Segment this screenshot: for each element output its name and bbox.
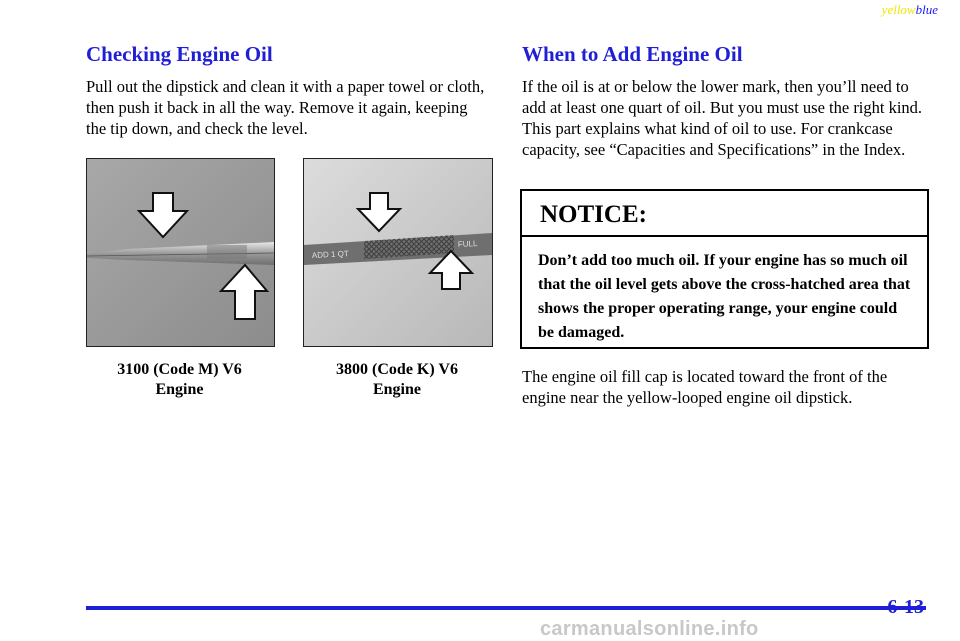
caption-line: 3100 (Code M) V6 [117,361,242,378]
section-title-when-to-add: When to Add Engine Oil [522,42,743,66]
dipstick-add-text: ADD 1 QT [312,249,349,260]
color-tag: yellowblue [882,2,938,18]
when-to-add-paragraph: If the oil is at or below the lower mark… [522,77,923,159]
notice-body: Don’t add too much oil. If your engine h… [538,252,911,341]
footer-rule [86,606,926,610]
caption-line: Engine [155,381,204,398]
figure-caption-3100: 3100 (Code M) V6 Engine [86,360,273,400]
page-number: 6-13 [887,596,924,618]
checking-oil-paragraph: Pull out the dipstick and clean it with … [86,77,485,138]
caption-line: 3800 (Code K) V6 [336,361,458,378]
watermark: carmanualsonline.info [540,618,759,640]
blue-label: blue [915,2,938,17]
dipstick-photo-3100 [86,158,275,347]
notice-box: NOTICE: Don’t add too much oil. If your … [520,189,929,349]
figure-caption-3800: 3800 (Code K) V6 Engine [303,360,491,400]
dipstick-photo-3800: ADD 1 QT FULL [303,158,493,347]
oil-fill-cap-paragraph: The engine oil fill cap is located towar… [522,367,888,407]
dipstick-full-text: FULL [458,239,479,249]
yellow-label: yellow [881,2,916,17]
notice-heading: NOTICE: [522,191,927,237]
section-title-checking-oil: Checking Engine Oil [86,42,273,66]
caption-line: Engine [372,381,421,398]
